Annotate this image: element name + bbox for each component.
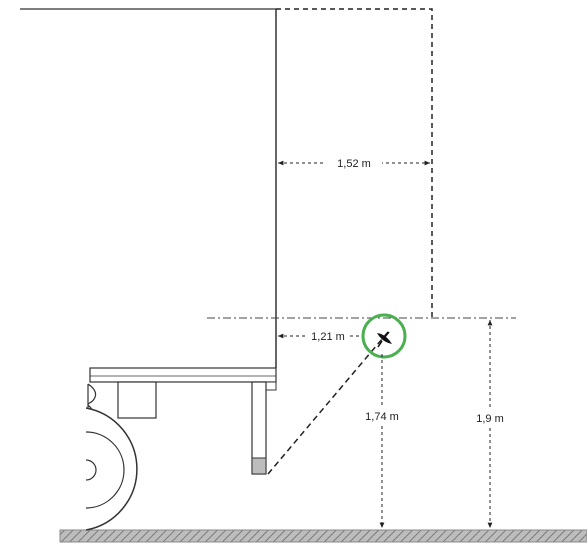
reach-line [267, 331, 389, 475]
truck-bed-frame [89, 367, 277, 383]
highlight-ring [361, 313, 407, 359]
bumper-foot [251, 457, 267, 475]
wheel-rim [85, 431, 125, 509]
ground-strip [59, 529, 587, 543]
side-box [117, 381, 157, 419]
clearance-envelope [276, 8, 433, 318]
wheel-hub [85, 459, 97, 481]
bed-bracket [265, 381, 277, 391]
rear-wheel [85, 407, 138, 531]
dim-label-lower: 1,21 m [311, 331, 345, 343]
satellite-antenna-icon [377, 331, 392, 348]
dim-label-vertical-inner: 1,74 m [365, 411, 399, 423]
dim-label-upper: 1,52 m [337, 158, 371, 170]
dim-label-vertical-outer: 1,9 m [476, 413, 504, 425]
